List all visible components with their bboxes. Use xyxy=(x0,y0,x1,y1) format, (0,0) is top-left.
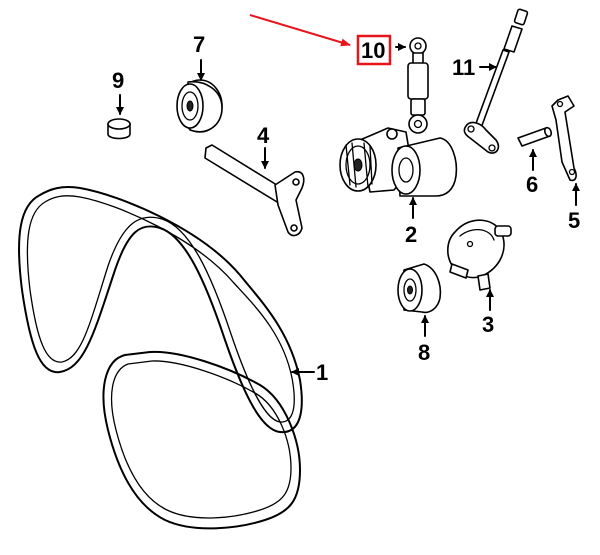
part-label-9: 9 xyxy=(112,68,124,93)
part-label-1: 1 xyxy=(316,360,328,385)
part-label-10: 10 xyxy=(361,38,385,63)
part-label-2: 2 xyxy=(405,222,417,247)
part-label-7: 7 xyxy=(193,32,205,57)
serpentine-belt xyxy=(18,185,303,530)
pin-icon xyxy=(517,126,553,147)
highlight-box xyxy=(356,34,392,66)
part-label-11: 11 xyxy=(452,55,475,80)
plate-icon xyxy=(551,95,577,182)
mount-icon xyxy=(447,219,512,291)
cap-icon xyxy=(107,118,131,140)
highlight-arrow xyxy=(249,14,351,47)
part-label-6: 6 xyxy=(526,172,538,197)
damper-icon xyxy=(407,37,429,134)
part-label-3: 3 xyxy=(482,312,494,337)
idler-pulley-icon xyxy=(176,79,223,133)
part-label-5: 5 xyxy=(568,208,580,233)
part-label-8: 8 xyxy=(418,340,430,365)
bracket-icon xyxy=(204,144,305,237)
tensioner-assembly-icon xyxy=(339,127,458,197)
part-label-4: 4 xyxy=(257,123,270,148)
rod-icon xyxy=(463,8,529,154)
pulley-icon xyxy=(397,263,442,314)
